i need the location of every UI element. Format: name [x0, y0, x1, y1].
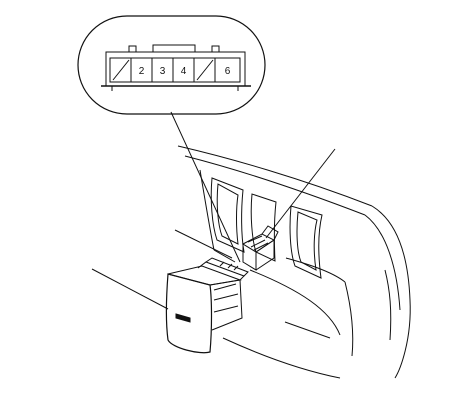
switch-leader-line — [91, 268, 169, 310]
pin-label-2: 2 — [139, 66, 145, 77]
switch-assembly — [165, 257, 249, 354]
harness-leader-line — [265, 148, 336, 239]
pin-label-3: 3 — [160, 66, 166, 77]
unused-pin-1-slash — [112, 59, 130, 81]
switch-panel-openings — [210, 177, 323, 279]
harness-connector — [241, 225, 279, 271]
dashboard-panel — [174, 145, 411, 379]
unused-pin-5-slash — [196, 59, 214, 81]
connector-pin-labels: 2 3 4 6 — [139, 66, 231, 77]
callout-leader-line — [170, 111, 241, 263]
connector-callout — [77, 15, 266, 115]
pin-label-6: 6 — [225, 66, 231, 77]
pin-label-4: 4 — [181, 66, 187, 77]
switch-symbol-icon — [175, 313, 191, 323]
